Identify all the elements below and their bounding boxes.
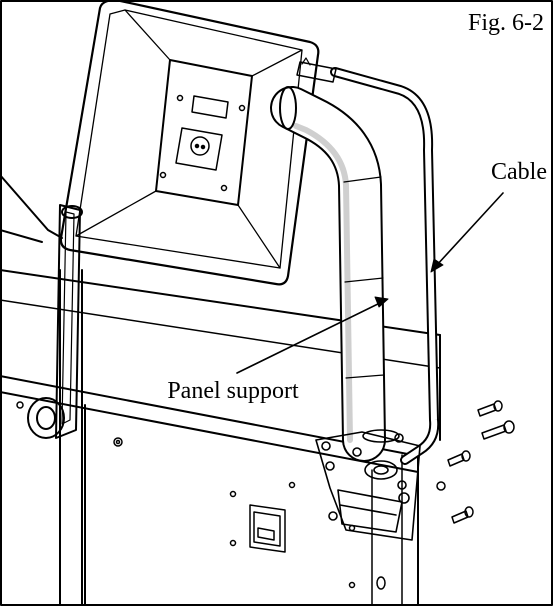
cabinet xyxy=(0,269,441,606)
callout-leaders xyxy=(236,192,504,374)
mounting-bracket xyxy=(315,429,421,541)
power-socket xyxy=(175,95,229,171)
cabinet-label-plate xyxy=(249,504,286,553)
panel-support-tube xyxy=(270,86,386,462)
side-arm xyxy=(0,174,83,439)
cable-callout-label: Cable xyxy=(491,159,547,185)
cabinet-bolts xyxy=(16,401,386,590)
panel-support-callout-label: Panel support xyxy=(167,378,299,404)
cable xyxy=(296,57,440,465)
figure-label: Fig. 6-2 xyxy=(468,10,544,36)
loose-screws xyxy=(436,400,515,524)
panel-screws xyxy=(159,94,246,192)
monitor-panel xyxy=(59,0,320,286)
